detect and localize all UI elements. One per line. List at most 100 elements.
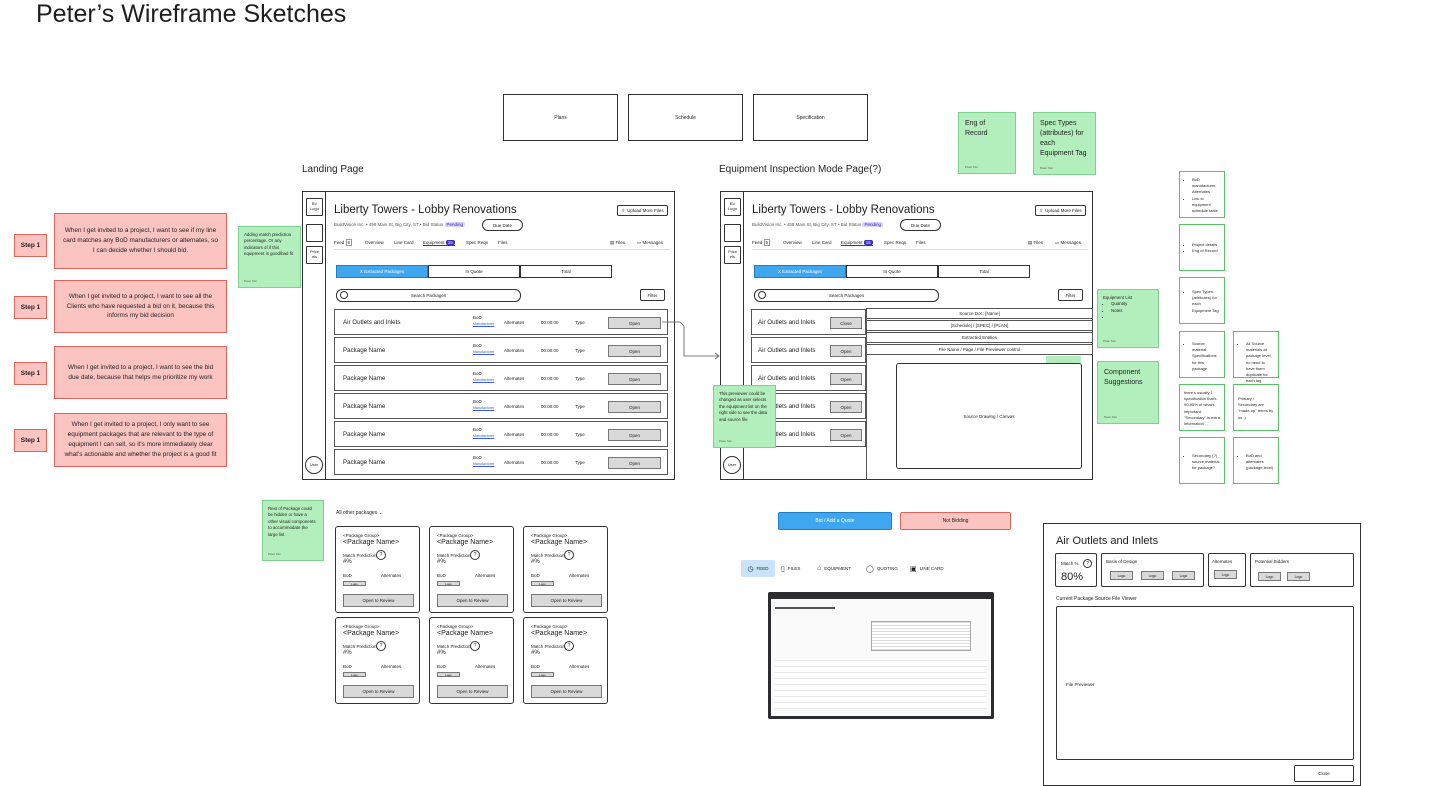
not-bidding-button[interactable]: Not Bidding bbox=[900, 512, 1011, 530]
manufacturer-link[interactable]: Manufacturer bbox=[473, 406, 495, 410]
bod-label: BoD bbox=[473, 371, 482, 376]
upload-button[interactable]: ⇧Upload More Files bbox=[617, 205, 668, 216]
row-action-button[interactable]: Close bbox=[830, 317, 862, 329]
segment-in-quote[interactable]: In Quote bbox=[846, 265, 938, 278]
time-value: 00:00:00 bbox=[541, 348, 559, 353]
manufacturer-link[interactable]: Manufacturer bbox=[473, 462, 495, 466]
alternates-label: Alternates bbox=[504, 460, 525, 465]
package-name: <Package Name> bbox=[437, 539, 494, 546]
search-input[interactable]: Search Packages bbox=[754, 289, 939, 302]
open-to-review-button[interactable]: Open to Review bbox=[437, 594, 508, 607]
help-icon[interactable]: ? bbox=[564, 550, 574, 560]
messages-link[interactable]: ▭ Messages bbox=[637, 240, 664, 245]
help-icon[interactable]: ? bbox=[564, 641, 574, 651]
upload-button[interactable]: ⇧Upload More Files bbox=[1035, 205, 1086, 216]
bullet-card: All Source materials at package level; n… bbox=[1233, 331, 1279, 383]
segment-extracted[interactable]: X Extracted Packages bbox=[754, 265, 846, 278]
open-to-review-button[interactable]: Open to Review bbox=[343, 685, 414, 698]
bid-add-quote-button[interactable]: Bid / Add a Quote bbox=[778, 512, 892, 530]
help-icon[interactable]: ? bbox=[470, 641, 480, 651]
due-date-button[interactable]: Due Date bbox=[900, 219, 941, 231]
row-action-button[interactable]: Open bbox=[830, 345, 862, 357]
home-button[interactable]: Home bbox=[724, 224, 741, 242]
package-name: <Package Name> bbox=[531, 630, 588, 637]
files-link[interactable]: ▤ Files bbox=[1028, 240, 1044, 245]
file-icon: ▯ bbox=[781, 565, 785, 573]
segment-total[interactable]: Total bbox=[520, 265, 612, 278]
match-label: Match Prediction bbox=[531, 644, 565, 649]
nav-equipment[interactable]: ⌂EQUIPMENT bbox=[817, 565, 851, 572]
upload-label: Upload More Files bbox=[627, 208, 664, 213]
tab-spec-reqs[interactable]: Spec Reqs bbox=[884, 240, 907, 245]
files-link[interactable]: ▤ Files bbox=[610, 240, 626, 245]
package-card: <Package Group><Package Name>Match Predi… bbox=[429, 526, 514, 613]
open-button[interactable]: Open bbox=[608, 317, 661, 329]
open-button[interactable]: Open bbox=[608, 373, 661, 385]
alternates-label: Alternates bbox=[381, 664, 402, 669]
package-name: <Package Name> bbox=[531, 539, 588, 546]
alternates-label: Alternates bbox=[475, 664, 496, 669]
tab-line-card[interactable]: Line Card bbox=[812, 240, 832, 245]
open-button[interactable]: Open bbox=[608, 345, 661, 357]
open-to-review-button[interactable]: Open to Review bbox=[531, 594, 602, 607]
open-button[interactable]: Open bbox=[608, 429, 661, 441]
file-viewer[interactable]: File Previewer bbox=[1056, 606, 1354, 760]
nav-quoting[interactable]: ◯QUOTING bbox=[866, 565, 898, 573]
search-input[interactable]: Search Packages bbox=[336, 289, 521, 302]
help-icon[interactable]: ? bbox=[1083, 559, 1092, 568]
extracted-entities-row[interactable]: Extracted Entities bbox=[866, 332, 1093, 343]
tab-overview[interactable]: Overview bbox=[365, 240, 384, 245]
open-to-review-button[interactable]: Open to Review bbox=[343, 594, 414, 607]
manufacturer-link[interactable]: Manufacturer bbox=[473, 378, 495, 382]
package-name: <Package Name> bbox=[343, 630, 400, 637]
file-previewer-control[interactable]: File Name / Page / File Previewer contro… bbox=[866, 344, 1093, 355]
match-label: Match Prediction bbox=[343, 553, 377, 558]
previewer-note: This previewer could be changed as user … bbox=[713, 385, 776, 448]
segment-in-quote[interactable]: In Quote bbox=[428, 265, 520, 278]
tab-feed[interactable]: Feed 5 bbox=[334, 239, 353, 246]
note-author: Peter Kim bbox=[268, 551, 282, 556]
tab-files[interactable]: Files bbox=[498, 240, 508, 245]
tab-equipment[interactable]: Equipment 15 bbox=[841, 240, 873, 246]
open-button[interactable]: Open bbox=[608, 457, 661, 469]
tab-spec-reqs[interactable]: Spec Reqs bbox=[466, 240, 489, 245]
help-icon[interactable]: ? bbox=[376, 550, 386, 560]
package-group: <Package Group> bbox=[437, 624, 474, 629]
manufacturer-link[interactable]: Manufacturer bbox=[473, 434, 495, 438]
tab-line-card[interactable]: Line Card bbox=[394, 240, 414, 245]
nav-files[interactable]: ▯FILES bbox=[781, 565, 801, 573]
nav-feed[interactable]: ◷FEED bbox=[741, 560, 775, 577]
tab-equipment[interactable]: Equipment 15 bbox=[423, 240, 455, 246]
open-to-review-button[interactable]: Open to Review bbox=[437, 685, 508, 698]
source-canvas[interactable]: Source Drawing / Canvas bbox=[896, 363, 1082, 469]
search-icon bbox=[340, 291, 348, 299]
segment-total[interactable]: Total bbox=[938, 265, 1030, 278]
home-button[interactable]: Home bbox=[306, 224, 323, 242]
help-icon[interactable]: ? bbox=[470, 550, 480, 560]
close-button[interactable]: Close bbox=[1294, 765, 1354, 782]
price-button[interactable]: Price els bbox=[306, 246, 323, 264]
filter-button[interactable]: Filter bbox=[1058, 289, 1083, 301]
segment-extracted[interactable]: X Extracted Packages bbox=[336, 265, 428, 278]
open-to-review-button[interactable]: Open to Review bbox=[531, 685, 602, 698]
source-type-row[interactable]: [Schedule] / [SPEC] / [PLAN] bbox=[866, 320, 1093, 331]
row-action-button[interactable]: Open bbox=[830, 401, 862, 413]
user-avatar[interactable]: User bbox=[305, 456, 323, 474]
logo: Logo bbox=[343, 672, 366, 677]
row-action-button[interactable]: Open bbox=[830, 373, 862, 385]
user-avatar[interactable]: User bbox=[723, 456, 741, 474]
tab-feed[interactable]: Feed 5 bbox=[752, 239, 771, 246]
filter-button[interactable]: Filter bbox=[640, 289, 665, 301]
due-date-button[interactable]: Due Date bbox=[482, 219, 523, 231]
manufacturer-link[interactable]: Manufacturer bbox=[473, 322, 495, 326]
price-button[interactable]: Price els bbox=[724, 246, 741, 264]
row-action-button[interactable]: Open bbox=[830, 429, 862, 441]
tab-files[interactable]: Files bbox=[916, 240, 926, 245]
messages-link[interactable]: ▭ Messages bbox=[1055, 240, 1082, 245]
help-icon[interactable]: ? bbox=[376, 641, 386, 651]
manufacturer-link[interactable]: Manufacturer bbox=[473, 350, 495, 354]
open-button[interactable]: Open bbox=[608, 401, 661, 413]
nav-line-card[interactable]: ▣LINE CARD bbox=[910, 565, 944, 573]
all-other-packages-toggle[interactable]: All other packages ⌄ bbox=[336, 510, 383, 516]
tab-overview[interactable]: Overview bbox=[783, 240, 802, 245]
